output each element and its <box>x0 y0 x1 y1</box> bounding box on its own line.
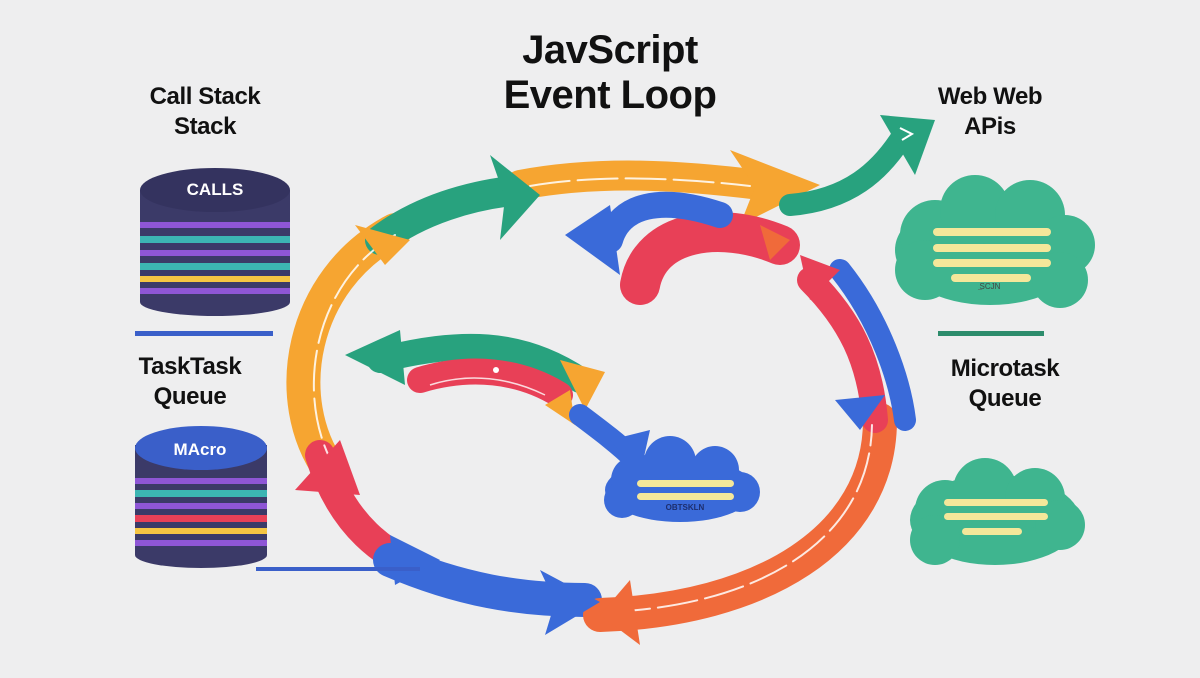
loop-arc-green-top <box>365 175 535 255</box>
loop-arc-blue-right <box>829 259 916 431</box>
microtask-queue-label-line-2: Queue <box>968 385 1042 412</box>
call-stack-tag: CALLS <box>186 180 244 199</box>
task-queue-label-line-2: Queue <box>153 383 227 410</box>
task-queue-label-line-1: TaskTask <box>138 353 242 380</box>
arrowhead-blue-left-tail <box>390 535 440 585</box>
divider-green <box>938 331 1044 336</box>
loop-arc-deeporange-right <box>583 403 897 632</box>
web-apis-label-line-2: APis <box>964 113 1016 140</box>
cloud-icon <box>604 436 760 522</box>
arrowhead-red-left <box>295 440 360 495</box>
call-stack-label-line-1: Call Stack <box>149 83 261 110</box>
center-cloud-footer: OBTSKLN <box>665 503 705 512</box>
database-stack-icon <box>140 168 290 316</box>
database-stack-icon <box>135 426 267 568</box>
web-apis-label-line-1: Web Web <box>937 83 1043 110</box>
arrowhead-green-top <box>490 155 540 240</box>
center-top-arrow <box>565 191 800 305</box>
web-apis-label: Web Web APis <box>900 82 1080 142</box>
title-line-2: Event Loop <box>503 73 717 117</box>
arrowhead-red-right <box>800 255 840 300</box>
loop-arrowheads <box>295 150 885 645</box>
cloud-icon <box>910 458 1085 565</box>
loop-dash-left <box>312 234 396 469</box>
middle-arrow <box>345 330 650 475</box>
task-queue-label: TaskTask Queue <box>100 352 280 412</box>
title-line-1: JavScript <box>522 28 698 72</box>
divider-blue <box>135 331 273 336</box>
loop-dash-top <box>529 177 751 187</box>
call-stack-label-line-2: Stack <box>173 113 237 140</box>
loop-arc-orange-left <box>286 213 412 487</box>
arrowhead-blue-right <box>835 395 885 430</box>
microtask-queue-label-line-1: Microtask <box>950 355 1060 382</box>
arrowhead-blue-bottom <box>540 570 600 635</box>
loop-dash-bottom <box>609 424 873 613</box>
page-title: JavScript Event Loop <box>430 28 790 118</box>
microtask-queue-label: Microtask Queue <box>905 354 1105 414</box>
task-queue-tag: MAcro <box>173 440 227 459</box>
web-apis-cloud-footer: SCJN <box>979 282 1001 291</box>
arrowhead-orange-top <box>730 150 820 225</box>
cloud-icon: — <box>895 175 1095 308</box>
arrowhead-deeporange-bottom <box>600 580 640 645</box>
arrowhead-orange-left <box>355 225 410 265</box>
svg-text:—: — <box>978 285 983 293</box>
arrow-to-web-apis <box>779 115 935 216</box>
call-stack-label: Call Stack Stack <box>100 82 310 142</box>
loop-arc-orange-top <box>505 160 775 200</box>
